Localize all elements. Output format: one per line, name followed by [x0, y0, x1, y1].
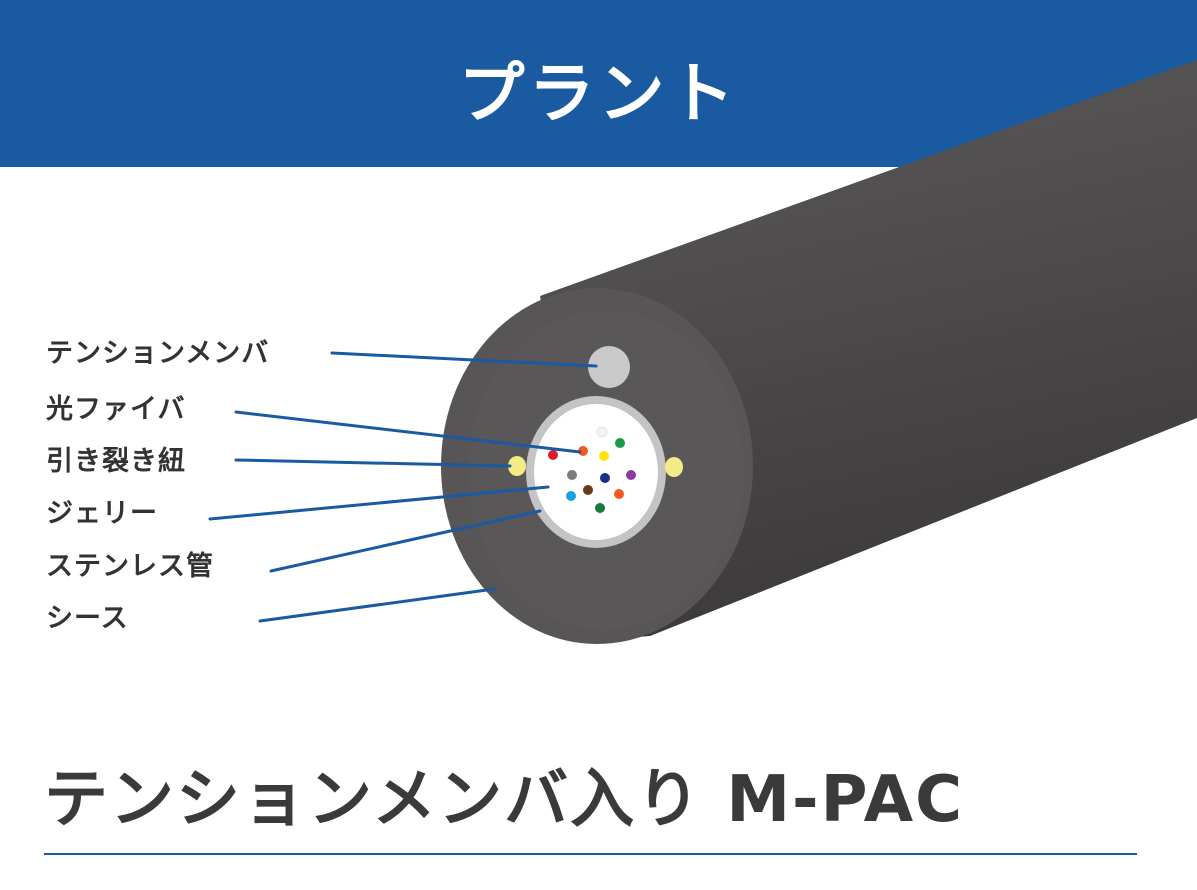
fiber-dot [614, 489, 624, 499]
fiber-dot [600, 473, 610, 483]
fiber-dot [599, 451, 609, 461]
label-optical-fiber: 光ファイバ [46, 394, 186, 425]
fiber-dot [583, 485, 593, 495]
label-stainless-tube: ステンレス管 [46, 551, 214, 582]
rip-cord-left [508, 456, 526, 476]
leader-line-optical-fiber [234, 410, 582, 454]
leader-line-jelly [208, 485, 550, 521]
fiber-dot [578, 446, 588, 456]
fiber-dot [567, 470, 577, 480]
leader-line-rip-cord [234, 458, 512, 468]
label-tension-member: テンションメンバ [46, 338, 270, 369]
leader-line-stainless-tube [269, 509, 542, 573]
rip-cord-right [665, 457, 683, 477]
fiber-dot [596, 426, 608, 438]
tension-member-core [588, 346, 630, 388]
fiber-dot [626, 470, 636, 480]
fiber-dot [595, 503, 605, 513]
header-title: プラント [458, 55, 739, 132]
leader-line-tension-member [330, 351, 598, 368]
product-title: テンションメンバ入り M-PAC [44, 763, 965, 837]
label-rip-cord: 引き裂き紐 [46, 446, 186, 477]
fiber-dot [615, 438, 625, 448]
label-jelly: ジェリー [46, 498, 158, 529]
fiber-dot [566, 491, 576, 501]
optical-fiber-bundle [548, 426, 636, 513]
leader-line-sheath [258, 587, 496, 623]
label-sheath: シース [46, 603, 129, 634]
fiber-dot [548, 450, 558, 460]
jelly-fill [534, 404, 658, 540]
bottom-rule [44, 853, 1137, 855]
